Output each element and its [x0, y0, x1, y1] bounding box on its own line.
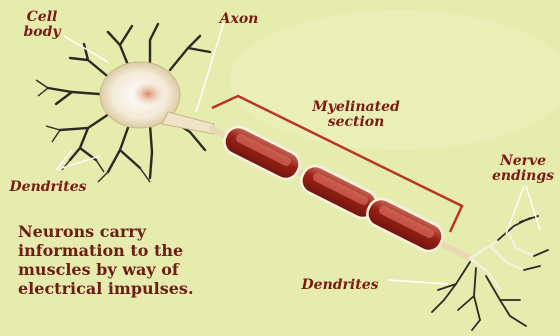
dendrites-label-left: Dendrites	[8, 180, 88, 195]
cell-body-label: Cell body	[18, 10, 66, 40]
myelinated-section-label: Myelinated section	[296, 100, 416, 130]
dendrites-label-right: Dendrites	[292, 278, 388, 293]
axon-label: Axon	[214, 12, 264, 27]
caption: Neurons carry information to the muscles…	[18, 222, 248, 298]
nerve-endings-label: Nerve endings	[490, 154, 556, 184]
nucleus	[132, 82, 164, 106]
